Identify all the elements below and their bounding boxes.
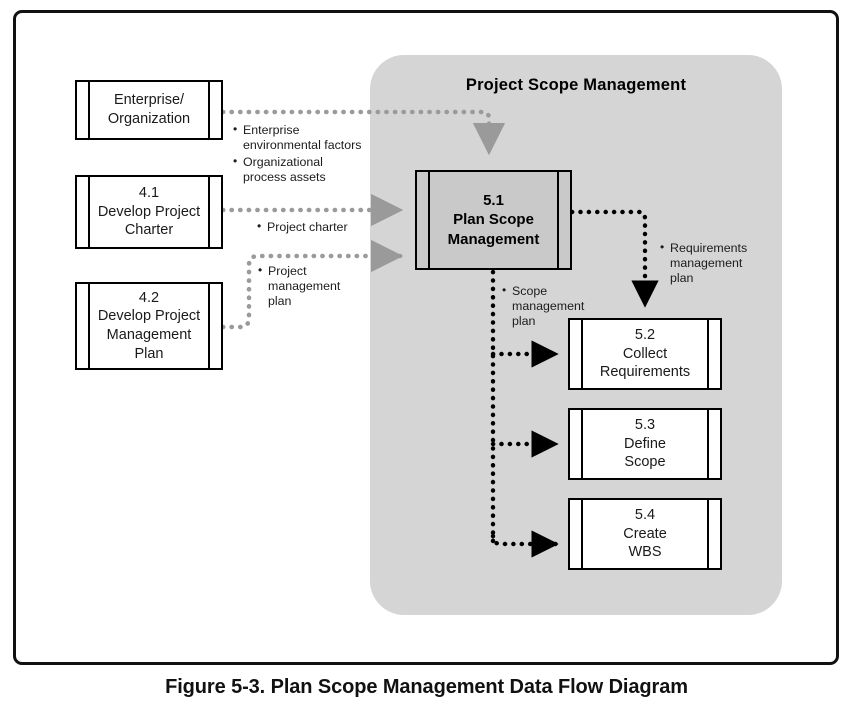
node-label: 5.1 Plan Scope Management — [447, 192, 540, 248]
node-develop-project-management-plan[interactable]: 4.2 Develop Project Management Plan — [75, 282, 223, 370]
node-create-wbs[interactable]: 5.4 Create WBS — [568, 498, 722, 570]
node-enterprise-organization[interactable]: Enterprise/ Organization — [75, 80, 223, 140]
annotation-item: Requirements management plan — [660, 240, 770, 286]
panel-title: Project Scope Management — [465, 76, 687, 94]
annotation-enterprise-inputs: Enterprise environmental factors Organiz… — [233, 122, 363, 188]
annotation-item: Scope management plan — [502, 283, 612, 329]
annotation-project-management-plan: Project management plan — [258, 263, 368, 311]
box-edge-right — [707, 410, 709, 478]
node-define-scope[interactable]: 5.3 Define Scope — [568, 408, 722, 480]
box-edge-left — [88, 82, 90, 138]
annotation-item: Project management plan — [258, 263, 368, 309]
box-edge-right — [557, 172, 559, 268]
node-label: 5.3 Define Scope — [624, 417, 666, 471]
box-edge-right — [208, 82, 210, 138]
node-label: Enterprise/ Organization — [107, 92, 191, 127]
box-edge-left — [428, 172, 430, 268]
node-collect-requirements[interactable]: 5.2 Collect Requirements — [568, 318, 722, 390]
node-label: 5.4 Create WBS — [623, 507, 667, 561]
node-plan-scope-management[interactable]: 5.1 Plan Scope Management — [415, 170, 572, 270]
annotation-requirements-management-plan: Requirements management plan — [660, 240, 770, 288]
box-edge-right — [208, 177, 210, 247]
box-edge-right — [707, 320, 709, 388]
node-develop-project-charter[interactable]: 4.1 Develop Project Charter — [75, 175, 223, 249]
box-edge-left — [581, 500, 583, 568]
box-edge-right — [208, 284, 210, 368]
node-label: 4.2 Develop Project Management Plan — [97, 289, 201, 362]
box-edge-right — [707, 500, 709, 568]
annotation-project-charter: Project charter — [257, 219, 387, 237]
box-edge-left — [581, 320, 583, 388]
box-edge-left — [581, 410, 583, 478]
figure-caption: Figure 5-3. Plan Scope Management Data F… — [165, 676, 688, 698]
annotation-item: Enterprise environmental factors — [233, 122, 363, 153]
node-label: 4.1 Develop Project Charter — [97, 185, 201, 239]
box-edge-left — [88, 177, 90, 247]
annotation-item: Project charter — [257, 219, 387, 235]
annotation-scope-management-plan: Scope management plan — [502, 283, 612, 331]
box-edge-left — [88, 284, 90, 368]
node-label: 5.2 Collect Requirements — [599, 327, 691, 381]
annotation-item: Organizational process assets — [233, 154, 363, 185]
